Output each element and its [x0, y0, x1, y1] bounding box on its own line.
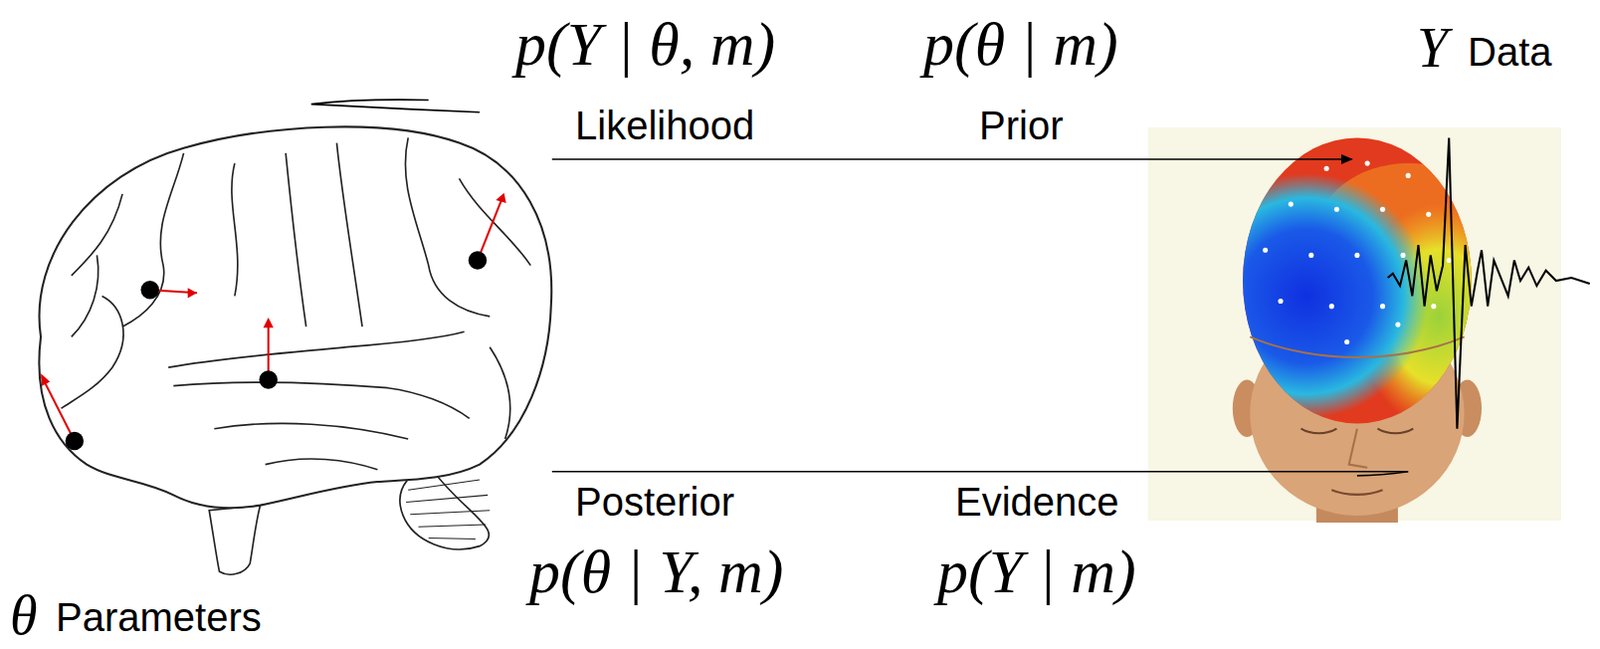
evidence-label: Evidence — [955, 479, 1120, 524]
prior-label: Prior — [979, 103, 1063, 148]
brain-illustration — [38, 126, 552, 575]
flow-arrows — [311, 99, 1408, 476]
prior-formula: p(θ | m) — [923, 9, 1119, 78]
evidence-formula: p(Y | m) — [937, 537, 1137, 605]
data-symbol: Y — [1416, 17, 1448, 80]
likelihood-formula: p(Y | θ, m) — [515, 9, 776, 78]
posterior-label: Posterior — [575, 479, 735, 524]
likelihood-label: Likelihood — [575, 103, 755, 148]
eeg-head-illustration — [1148, 122, 1591, 523]
dipole-sources — [40, 193, 507, 450]
parameter-symbol: θ — [9, 585, 38, 647]
posterior-formula: p(θ | Y, m) — [529, 537, 784, 605]
data-label: Data — [1467, 29, 1553, 74]
parameters-label: Parameters — [55, 595, 262, 639]
